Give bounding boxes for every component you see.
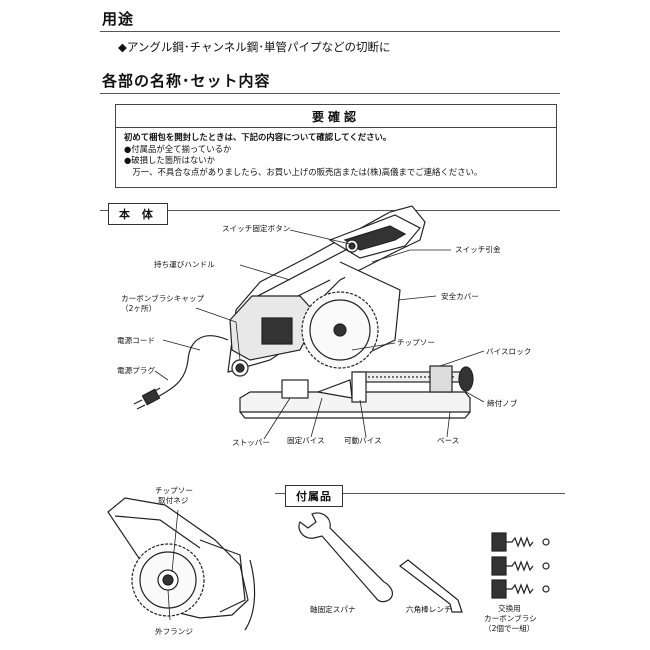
label-hex-wrench: 六角棒レンチ — [406, 605, 452, 614]
accessories-tag: 付属品 — [285, 485, 343, 507]
label-brush-3: （2個で一組） — [484, 624, 535, 633]
label-tip-saw: チップソー — [397, 338, 435, 347]
usage-title: 用途 — [102, 10, 135, 28]
label-brush-cap-note: （2ヶ所） — [121, 304, 157, 313]
label-tighten-knob: 締付ノブ — [487, 399, 518, 408]
label-outer-flange: 外フランジ — [155, 627, 193, 636]
label-spanner: 軸固定スパナ — [310, 605, 356, 614]
label-movable-vise: 可動バイス — [344, 436, 382, 445]
label-power-plug: 電源プラグ — [117, 366, 155, 375]
notice-line: 万一、不具合な点がありましたら、お買い上げの販売店または(株)高儀までご連絡くだ… — [124, 166, 483, 177]
accessories-frame — [275, 493, 565, 494]
notice-line: 初めて梱包を開封したときは、下記の内容について確認してください。 — [124, 132, 392, 142]
label-carry-handle: 持ち運びハンドル — [154, 260, 215, 269]
label-switch-lock: スイッチ固定ボタン — [222, 224, 291, 233]
main-body-tag: 本 体 — [108, 203, 168, 225]
label-blade-screw-2: 取付ネジ — [158, 496, 189, 505]
notice-body: 初めて梱包を開封したときは、下記の内容について確認してください。 ●付属品が全て… — [116, 128, 556, 178]
usage-rule — [100, 31, 560, 32]
label-brush-1: 交換用 — [498, 604, 521, 613]
label-brush-2: カーボンブラシ — [484, 614, 537, 623]
label-safety-cover: 安全カバー — [441, 292, 479, 301]
label-base: ベース — [437, 436, 460, 445]
label-switch-trigger: スイッチ引金 — [455, 245, 501, 254]
notice-line: ●付属品が全て揃っているか — [124, 143, 232, 154]
label-power-cord: 電源コード — [117, 336, 155, 345]
label-vise-lock: バイスロック — [486, 347, 532, 356]
notice-box: 要確認 初めて梱包を開封したときは、下記の内容について確認してください。 ●付属… — [115, 104, 557, 188]
label-stopper: ストッパー — [232, 438, 270, 447]
usage-bullet: ◆アングル鋼･チャンネル鋼･単管パイプなどの切断に — [118, 40, 391, 54]
label-blade-screw-1: チップソー — [155, 486, 193, 495]
label-fixed-vise: 固定バイス — [287, 436, 325, 445]
notice-line: ●破損した箇所はないか — [124, 155, 216, 165]
parts-title: 各部の名称･セット内容 — [102, 72, 271, 90]
label-brush-cap: カーボンブラシキャップ — [121, 294, 205, 303]
main-body-frame — [100, 210, 560, 473]
notice-title: 要確認 — [116, 105, 556, 128]
parts-rule — [100, 93, 560, 94]
